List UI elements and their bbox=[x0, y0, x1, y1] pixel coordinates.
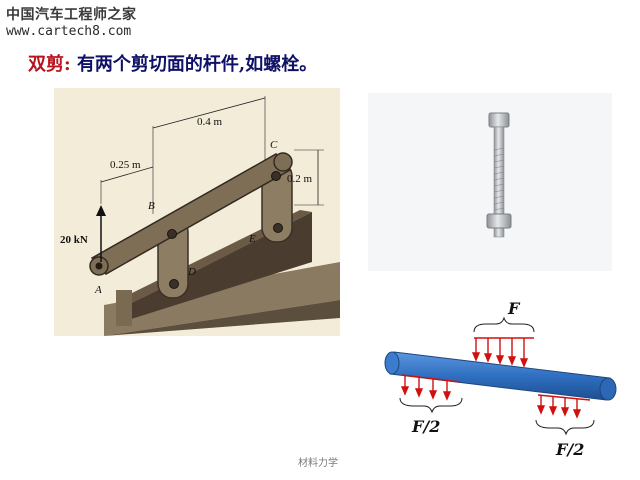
force-label-top: F bbox=[507, 299, 521, 318]
dim-top-label: 0.4 m bbox=[197, 116, 223, 128]
bolt-shank bbox=[493, 126, 505, 238]
bolt-threads bbox=[493, 147, 505, 211]
point-b-label: B bbox=[148, 200, 155, 212]
top-force-arrows bbox=[471, 337, 534, 368]
slide-heading: 双剪: 有两个剪切面的杆件,如螺栓。 bbox=[28, 50, 317, 76]
bar-end-c bbox=[273, 152, 293, 172]
point-a-label: A bbox=[94, 284, 102, 296]
point-d-label: D bbox=[187, 266, 196, 278]
dim-line-left bbox=[100, 166, 154, 183]
point-c-label: C bbox=[270, 139, 278, 151]
point-e-label: E bbox=[248, 233, 256, 245]
load-arrow-head bbox=[96, 205, 106, 216]
left-reaction-arrows bbox=[400, 374, 461, 401]
bolt-nut bbox=[486, 213, 512, 229]
brace-right bbox=[535, 419, 595, 436]
rail-post bbox=[116, 290, 132, 326]
load-label: 20 kN bbox=[60, 234, 88, 246]
brace-left bbox=[399, 397, 463, 414]
pin-d bbox=[169, 279, 179, 289]
right-reaction-arrows bbox=[536, 394, 591, 419]
dim-right-label: 0.2 m bbox=[287, 173, 313, 185]
rod-end-right bbox=[599, 377, 617, 401]
rod-end-left bbox=[384, 351, 400, 375]
force-label-right: F/2 bbox=[555, 440, 584, 459]
heading-definition: 有两个剪切面的杆件,如螺栓。 bbox=[76, 54, 318, 75]
pin-e bbox=[273, 223, 283, 233]
footer-caption: 材料力学 bbox=[298, 458, 338, 469]
base-plate bbox=[104, 262, 340, 336]
dim-line-top bbox=[152, 97, 266, 129]
force-label-left: F/2 bbox=[411, 417, 440, 436]
site-url[interactable]: www.cartech8.com bbox=[6, 24, 132, 39]
dim-left-label: 0.25 m bbox=[110, 159, 141, 171]
brand-name: 中国汽车工程师之家 bbox=[6, 7, 137, 23]
pin-b bbox=[167, 229, 177, 239]
pin-a bbox=[95, 262, 103, 270]
brace-top bbox=[473, 316, 535, 333]
heading-term: 双剪: bbox=[28, 54, 71, 75]
pin-c bbox=[271, 171, 281, 181]
base-plate-front bbox=[104, 300, 340, 336]
